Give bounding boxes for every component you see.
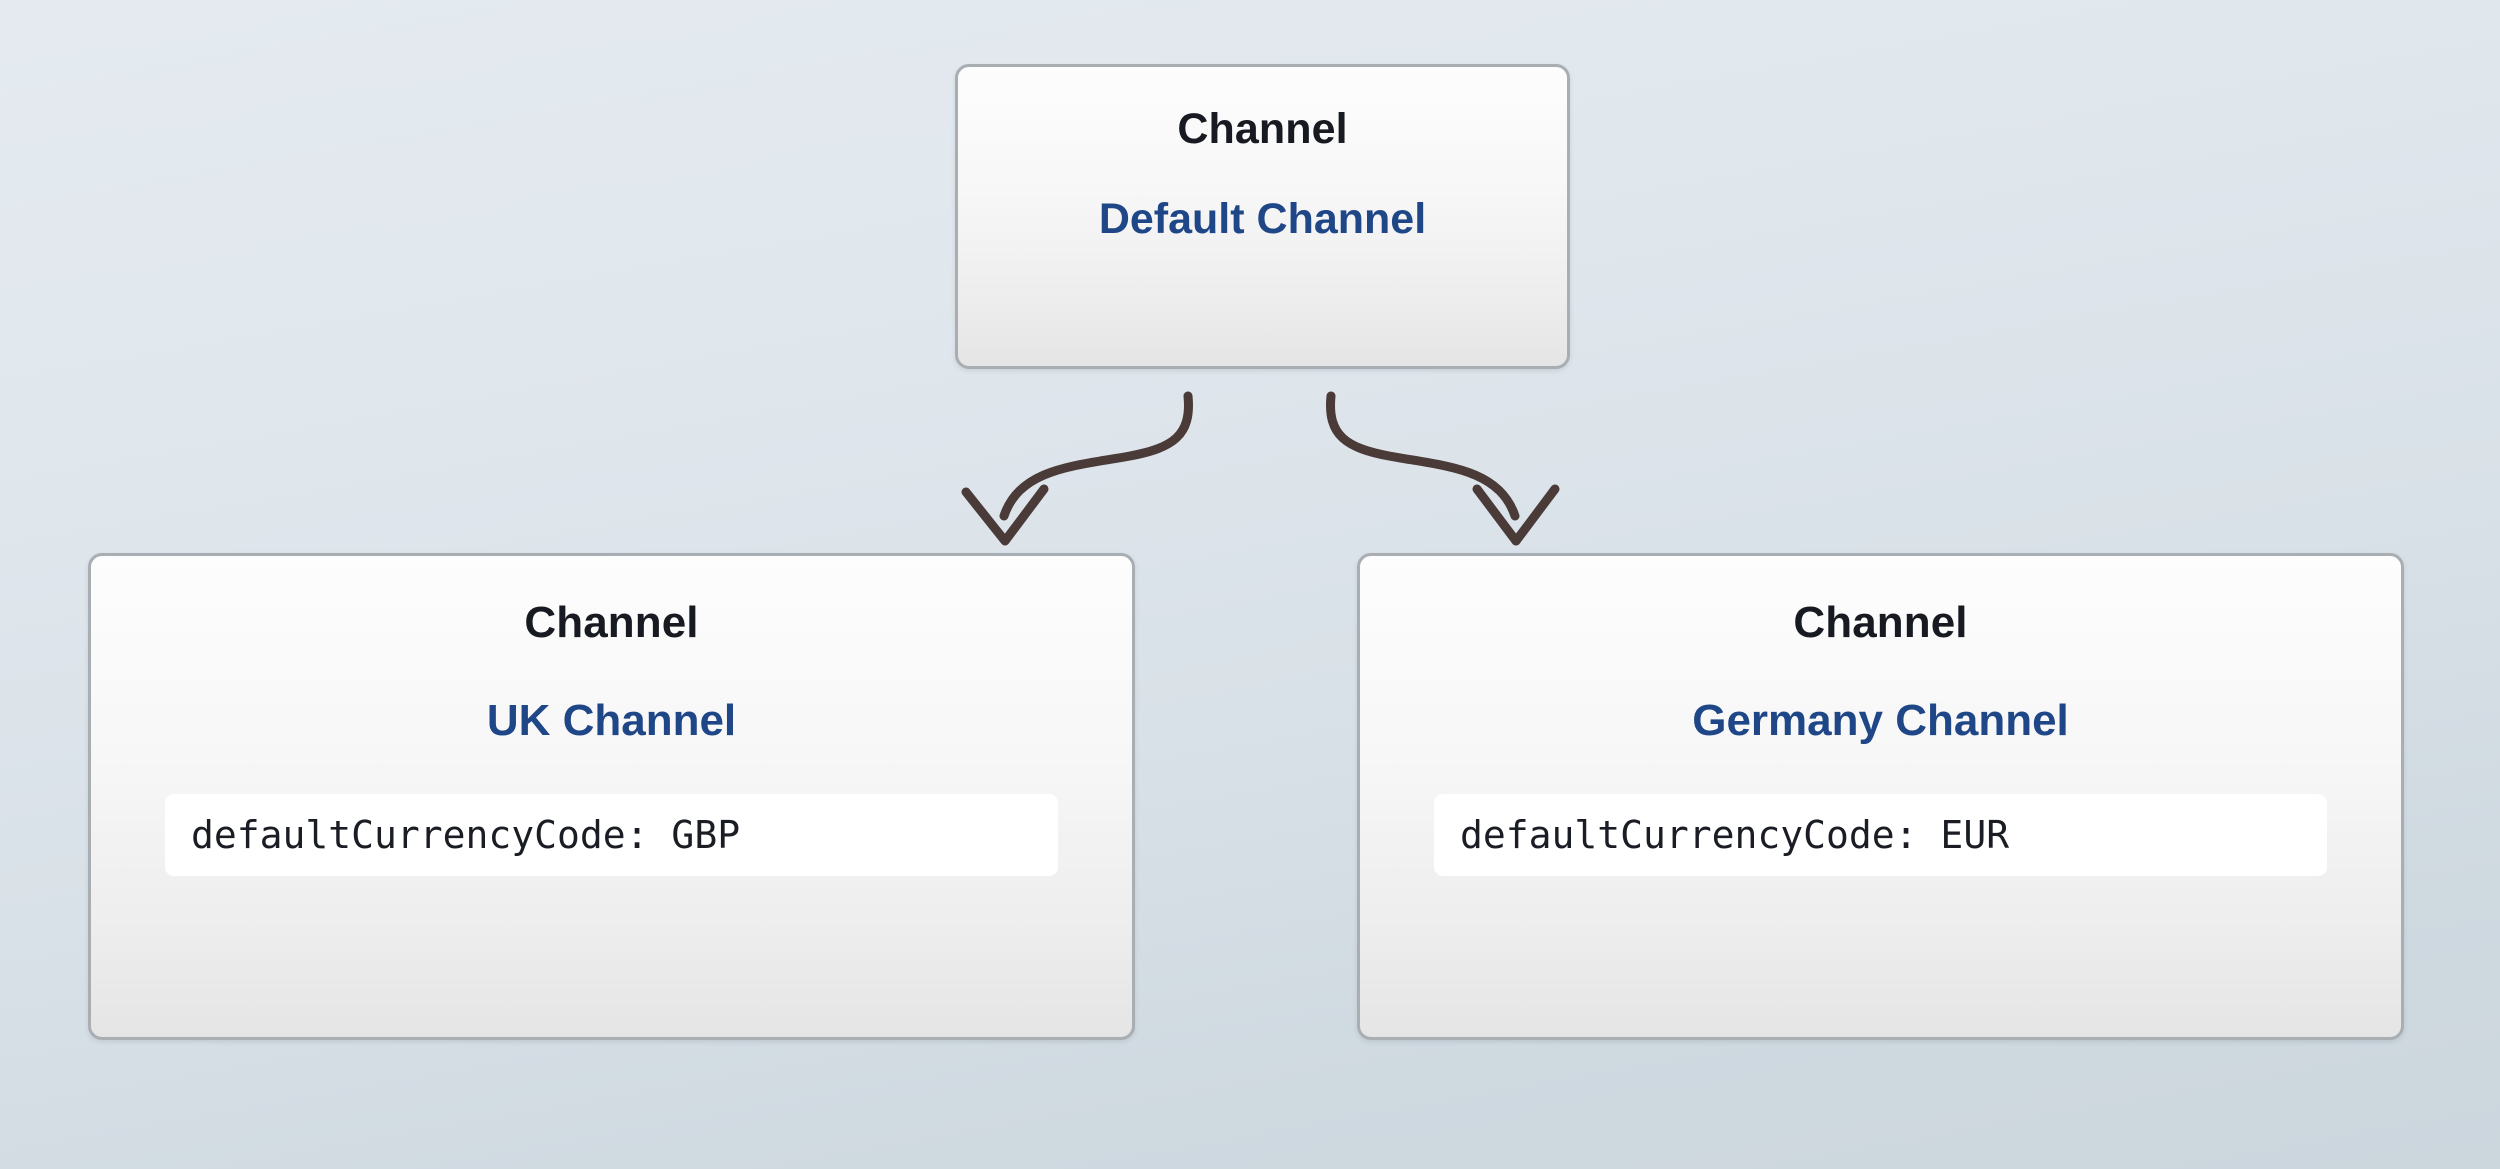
- node-uk-channel[interactable]: Channel UK Channel defaultCurrencyCode: …: [88, 553, 1135, 1040]
- node-name-label: Default Channel: [1098, 195, 1427, 243]
- node-type-label: Channel: [1793, 598, 1968, 647]
- edge-root-to-germany-arrowhead: [1472, 484, 1560, 546]
- node-germany-channel[interactable]: Channel Germany Channel defaultCurrencyC…: [1357, 553, 2404, 1040]
- edge-root-to-uk-arrowhead: [961, 484, 1049, 546]
- node-field-default-currency-code: defaultCurrencyCode: EUR: [1434, 794, 2327, 876]
- node-type-label: Channel: [524, 598, 699, 647]
- edge-root-to-germany: [1326, 391, 1520, 521]
- edge-root-to-uk: [999, 391, 1193, 521]
- node-default-channel[interactable]: Channel Default Channel: [955, 64, 1570, 369]
- node-name-label: UK Channel: [486, 696, 737, 745]
- node-name-label: Germany Channel: [1692, 696, 2069, 745]
- node-type-label: Channel: [1177, 105, 1348, 153]
- node-field-default-currency-code: defaultCurrencyCode: GBP: [165, 794, 1058, 876]
